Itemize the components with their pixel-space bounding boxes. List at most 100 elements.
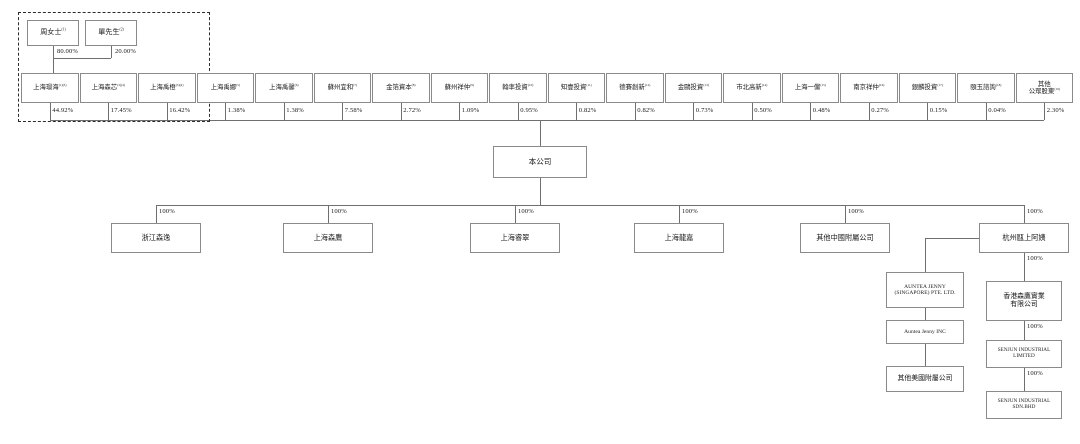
hangzhou-left-elbow xyxy=(925,238,1024,239)
person-box-1[interactable]: 周女士(1) xyxy=(27,20,79,46)
subsidiary-stem-6 xyxy=(1024,205,1025,223)
subsidiary-stem-4 xyxy=(679,205,680,223)
box-label: 市北高新(14) xyxy=(736,83,768,92)
person-1-stem xyxy=(53,46,54,58)
footnote-marker: (14) xyxy=(761,83,768,88)
shareholder-stem-9 xyxy=(517,103,519,120)
box-label: 其他美國附屬公司 xyxy=(897,375,953,383)
auntea-link-1 xyxy=(925,308,926,320)
shareholder-box-10[interactable]: 知壹投資(11) xyxy=(547,73,606,103)
shareholder-box-11[interactable]: 德賽創新(12) xyxy=(606,73,664,103)
shareholder-stem-4 xyxy=(225,103,227,120)
pct-shareholder-16: 0.15% xyxy=(929,106,948,114)
box-label: 金箔資本(8) xyxy=(386,83,416,92)
auntea-link-2 xyxy=(925,344,926,366)
pct-shareholder-11: 0.82% xyxy=(637,106,655,114)
box-label: 上海龍嘉 xyxy=(664,233,694,242)
hk-chain-link-2 xyxy=(1024,321,1025,340)
subsidiary-stem-5 xyxy=(845,205,846,223)
shareholder-box-4[interactable]: 上海禹娜(5) xyxy=(196,73,255,103)
footnote-marker: (9) xyxy=(470,83,475,88)
shareholder-box-7[interactable]: 金箔資本(8) xyxy=(372,73,430,103)
box-label: 知壹投資(11) xyxy=(560,83,592,92)
shareholder-box-12[interactable]: 金鷗投資(13) xyxy=(664,73,723,103)
person-to-entity-stem xyxy=(53,58,54,73)
footnote-marker: (3)(4) xyxy=(117,83,125,88)
shareholder-box-15[interactable]: 南京祥仲(16) xyxy=(840,73,898,103)
pct-shareholder-5: 1.38% xyxy=(286,106,304,114)
footnote-marker: (17) xyxy=(937,83,943,88)
shareholder-box-6[interactable]: 蘇州宜和(7) xyxy=(313,73,372,103)
subsidiary-box-1[interactable]: 浙江森逸 xyxy=(111,223,201,253)
hk-chain-box-1[interactable]: 香港森鷹實業有限公司 xyxy=(986,281,1062,321)
shareholder-box-13[interactable]: 市北高新(14) xyxy=(723,73,781,103)
box-label: 銀麟投資(17) xyxy=(911,83,943,92)
box-label: 上海禹橙(3)(4) xyxy=(150,83,184,92)
box-label: 上海森芯(3)(4) xyxy=(91,83,125,92)
auntea-jenny-inc-box[interactable]: Auntea Jenny INC xyxy=(886,320,964,344)
shareholder-stem-15 xyxy=(868,103,870,120)
pct-hk-chain-2: 100% xyxy=(1027,323,1043,330)
shareholder-box-5[interactable]: 上海禹馨(6) xyxy=(255,73,313,103)
shareholder-stem-1 xyxy=(49,103,51,120)
pct-shareholder-9: 0.95% xyxy=(520,106,538,114)
box-label: 其他公眾股東(19) xyxy=(1028,80,1060,95)
box-label: 德賽創新(12) xyxy=(619,83,651,92)
subsidiary-box-2[interactable]: 上海森鷹 xyxy=(283,223,373,253)
pct-shareholder-17: 0.04% xyxy=(988,106,1006,114)
footnote-marker: (13) xyxy=(703,83,709,88)
company-box[interactable]: 本公司 xyxy=(493,146,587,178)
pct-shareholder-18: 2.30% xyxy=(1046,106,1065,114)
footnote-marker: (11) xyxy=(586,83,592,88)
footnote-marker: (7) xyxy=(353,83,358,88)
shareholder-box-18[interactable]: 其他公眾股東(19) xyxy=(1015,73,1074,103)
company-stem-up xyxy=(540,120,541,146)
hk-chain-link-3 xyxy=(1024,368,1025,391)
pct-shareholder-13: 0.50% xyxy=(754,106,772,114)
subsidiary-box-5[interactable]: 其他中國附屬公司 xyxy=(800,223,890,253)
subsidiary-bus xyxy=(156,205,1024,206)
pct-shareholder-10: 0.82% xyxy=(578,106,597,114)
auntea-stem-down xyxy=(925,238,926,272)
subsidiary-box-4[interactable]: 上海龍嘉 xyxy=(634,223,724,253)
pct-shareholder-14: 0.48% xyxy=(812,106,831,114)
shareholder-box-3[interactable]: 上海禹橙(3)(4) xyxy=(138,73,196,103)
box-label: 本公司 xyxy=(528,156,552,166)
subsidiary-stem-1 xyxy=(156,205,157,223)
controlling-shareholder-frame xyxy=(18,12,210,122)
shareholder-stem-16 xyxy=(927,103,929,120)
footnote-marker: (10) xyxy=(527,83,534,88)
shareholder-box-2[interactable]: 上海森芯(3)(4) xyxy=(79,73,138,103)
shareholder-box-1[interactable]: 上海璟海(1)(3) xyxy=(21,73,79,103)
footnote-marker: (5) xyxy=(236,83,241,88)
subsidiary-box-6[interactable]: 杭州甌上阿姨 xyxy=(979,223,1069,253)
footnote-marker: (3)(4) xyxy=(175,83,184,88)
subsidiary-box-3[interactable]: 上海睿翠 xyxy=(470,223,560,253)
shareholder-box-9[interactable]: 翰率投資(10) xyxy=(489,73,547,103)
box-label: 上海禹馨(6) xyxy=(269,83,299,92)
shareholder-stem-7 xyxy=(400,103,402,120)
footnote-marker: (6) xyxy=(294,83,299,88)
auntea-jenny-singapore-box[interactable]: AUNTEA JENNY (SINGAPORE) PTE. LTD. xyxy=(886,272,964,308)
other-us-subsidiaries-box[interactable]: 其他美國附屬公司 xyxy=(886,366,964,392)
pct-shareholder-1: 44.92% xyxy=(52,106,74,114)
person-join-bar xyxy=(53,58,111,59)
pct-subsidiary-1: 100% xyxy=(159,208,175,215)
box-label: 南京祥仲(16) xyxy=(853,83,885,92)
shareholder-box-16[interactable]: 銀麟投資(17) xyxy=(898,73,957,103)
shareholder-box-17[interactable]: 頤玉諮詢(18) xyxy=(957,73,1015,103)
person-box-2[interactable]: 單先生(2) xyxy=(85,20,137,46)
pct-subsidiary-3: 100% xyxy=(518,208,534,215)
shareholder-box-14[interactable]: 上海一儻(15) xyxy=(781,73,840,103)
box-label: 上海睿翠 xyxy=(500,233,530,242)
pct-subsidiary-4: 100% xyxy=(682,208,698,215)
shareholder-stem-8 xyxy=(459,103,461,120)
shareholder-box-8[interactable]: 蘇州祥仲(9) xyxy=(430,73,489,103)
footnote-marker: (18) xyxy=(995,83,1002,88)
pct-subsidiary-2: 100% xyxy=(331,208,347,215)
shareholder-stem-12 xyxy=(693,103,695,120)
